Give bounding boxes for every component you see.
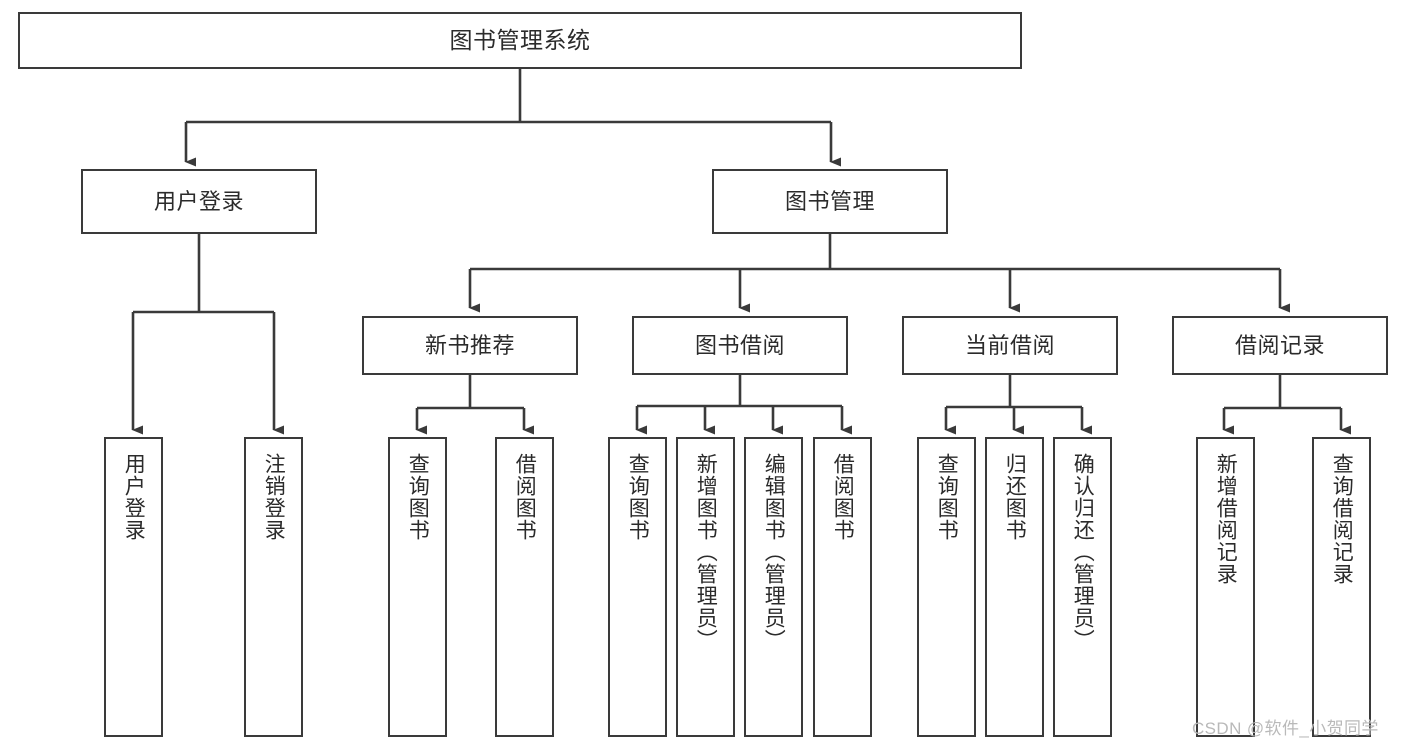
leaf-confirm-return-admin[interactable]: 确认归还（管理员） xyxy=(1053,437,1112,737)
node-label: 用户登录 xyxy=(153,188,244,214)
node-label: 借阅图书 xyxy=(831,453,855,541)
node-label: 当前借阅 xyxy=(964,332,1055,358)
node-label: 新增图书（管理员） xyxy=(694,453,718,651)
leaf-query-book-recommend[interactable]: 查询图书 xyxy=(388,437,447,737)
node-root-system[interactable]: 图书管理系统 xyxy=(18,12,1022,69)
leaf-edit-book-admin[interactable]: 编辑图书（管理员） xyxy=(744,437,803,737)
node-label: 编辑图书（管理员） xyxy=(762,453,786,651)
node-label: 新增借阅记录 xyxy=(1214,453,1238,585)
node-book-borrow[interactable]: 图书借阅 xyxy=(632,316,848,375)
node-label: 注销登录 xyxy=(262,453,286,541)
node-label: 图书借阅 xyxy=(694,332,785,358)
node-label: 查询图书 xyxy=(626,453,650,541)
node-label: 借阅图书 xyxy=(513,453,537,541)
leaf-query-borrow-record[interactable]: 查询借阅记录 xyxy=(1312,437,1371,737)
node-borrow-record[interactable]: 借阅记录 xyxy=(1172,316,1388,375)
leaf-logout[interactable]: 注销登录 xyxy=(244,437,303,737)
node-label: 归还图书 xyxy=(1003,453,1027,541)
node-new-book-recommend[interactable]: 新书推荐 xyxy=(362,316,578,375)
leaf-add-book-admin[interactable]: 新增图书（管理员） xyxy=(676,437,735,737)
node-label: 确认归还（管理员） xyxy=(1071,453,1095,651)
node-label: 借阅记录 xyxy=(1234,332,1325,358)
node-label: 图书管理 xyxy=(784,188,875,214)
leaf-add-borrow-record[interactable]: 新增借阅记录 xyxy=(1196,437,1255,737)
leaf-query-book-current[interactable]: 查询图书 xyxy=(917,437,976,737)
node-current-borrow[interactable]: 当前借阅 xyxy=(902,316,1118,375)
node-label: 新书推荐 xyxy=(424,332,515,358)
node-label: 查询借阅记录 xyxy=(1330,453,1354,585)
leaf-borrow-book[interactable]: 借阅图书 xyxy=(813,437,872,737)
leaf-user-login[interactable]: 用户登录 xyxy=(104,437,163,737)
leaf-query-book-borrow[interactable]: 查询图书 xyxy=(608,437,667,737)
node-label: 图书管理系统 xyxy=(449,27,591,53)
node-label: 查询图书 xyxy=(935,453,959,541)
node-user-login[interactable]: 用户登录 xyxy=(81,169,317,234)
leaf-return-book[interactable]: 归还图书 xyxy=(985,437,1044,737)
node-label: 查询图书 xyxy=(406,453,430,541)
leaf-borrow-book-recommend[interactable]: 借阅图书 xyxy=(495,437,554,737)
node-book-management[interactable]: 图书管理 xyxy=(712,169,948,234)
node-label: 用户登录 xyxy=(122,453,146,541)
